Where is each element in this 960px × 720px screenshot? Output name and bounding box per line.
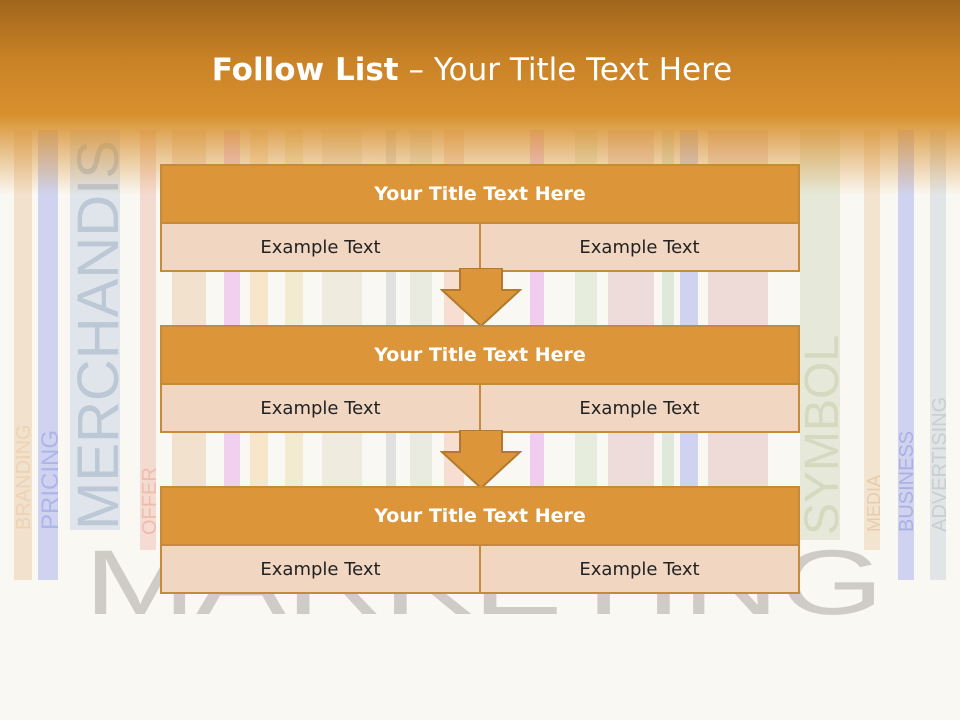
page-title-bold: Follow List <box>211 52 399 88</box>
down-arrow-icon <box>440 430 522 490</box>
bg-word-offer: OFFER <box>139 467 161 535</box>
page-title: Follow List – Your Title Text Here <box>0 52 944 88</box>
step-text-right: Example Text <box>479 224 798 270</box>
down-arrow-icon <box>440 268 522 328</box>
step-title: Your Title Text Here <box>162 166 798 224</box>
page-title-rest: – Your Title Text Here <box>398 52 733 88</box>
bg-word-merchandis: MERCHANDIS <box>66 140 131 530</box>
bg-word-advertising: ADVERTISING <box>929 397 951 532</box>
step-text-left: Example Text <box>162 546 479 592</box>
step-text-left: Example Text <box>162 224 479 270</box>
bg-word-branding: BRANDING <box>13 424 35 530</box>
step-block-1: Your Title Text Here Example Text Exampl… <box>160 164 800 272</box>
bg-word-pricing: PRICING <box>37 430 64 530</box>
step-title: Your Title Text Here <box>162 488 798 546</box>
step-text-left: Example Text <box>162 385 479 431</box>
bg-word-symbol: SYMBOL <box>796 335 849 535</box>
step-block-2: Your Title Text Here Example Text Exampl… <box>160 325 800 433</box>
bg-word-media: MEDIA <box>864 475 884 532</box>
step-block-3: Your Title Text Here Example Text Exampl… <box>160 486 800 594</box>
step-title: Your Title Text Here <box>162 327 798 385</box>
step-text-right: Example Text <box>479 385 798 431</box>
bg-word-business: BUSINESS <box>896 431 918 532</box>
step-text-right: Example Text <box>479 546 798 592</box>
